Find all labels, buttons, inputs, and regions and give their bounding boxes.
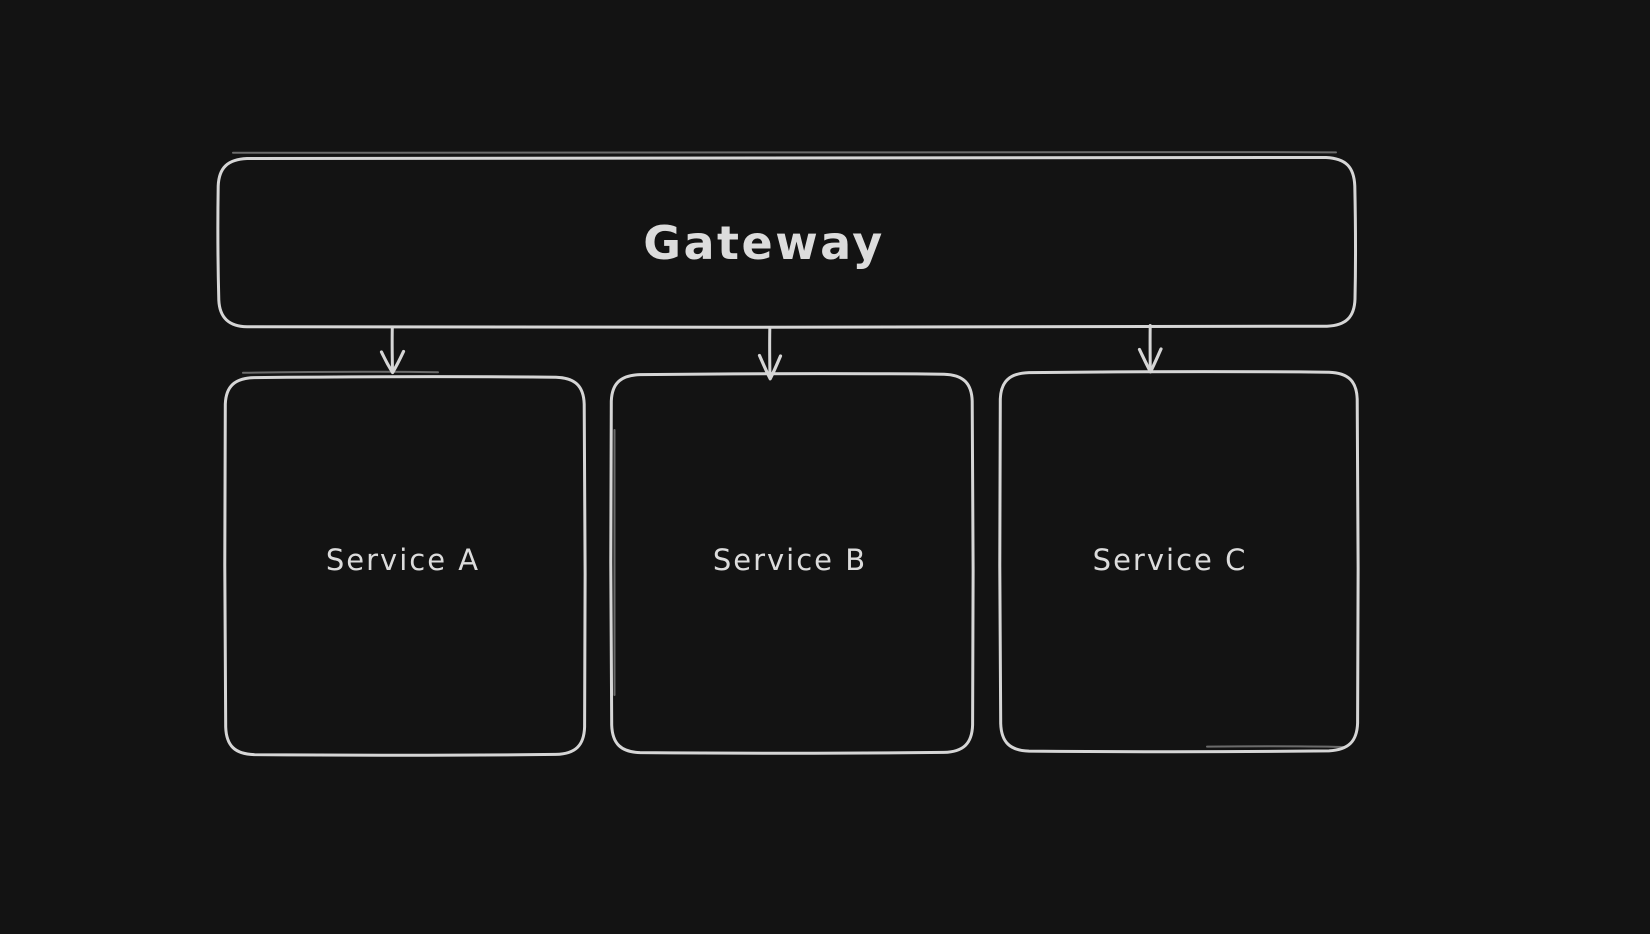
service-b-box[interactable] (609, 372, 975, 755)
service-c-label: Service C (1093, 543, 1248, 577)
edge-gateway-to-service-c[interactable] (1137, 324, 1163, 374)
node-service-a[interactable]: Service A (223, 370, 587, 757)
edge-gateway-to-service-b[interactable] (757, 327, 783, 381)
service-c-box[interactable] (998, 370, 1360, 754)
service-a-box-sketch-overstroke (242, 370, 439, 374)
gateway-label: Gateway (643, 216, 885, 270)
arrow-down-icon (379, 349, 406, 375)
node-service-b[interactable]: Service B (609, 372, 975, 755)
edge-gateway-to-service-a[interactable] (379, 326, 406, 375)
service-c-box-sketch-overstroke (1206, 745, 1345, 748)
service-a-box[interactable] (223, 375, 587, 757)
gateway-box[interactable] (216, 155, 1358, 329)
node-service-c[interactable]: Service C (998, 370, 1360, 754)
service-b-box-sketch-overstroke (612, 429, 616, 696)
node-gateway[interactable]: Gateway (216, 150, 1358, 329)
gateway-box-sketch-overstroke (232, 150, 1337, 154)
service-a-label: Service A (326, 543, 480, 577)
arrow-down-icon (757, 353, 783, 381)
service-b-label: Service B (713, 543, 867, 577)
